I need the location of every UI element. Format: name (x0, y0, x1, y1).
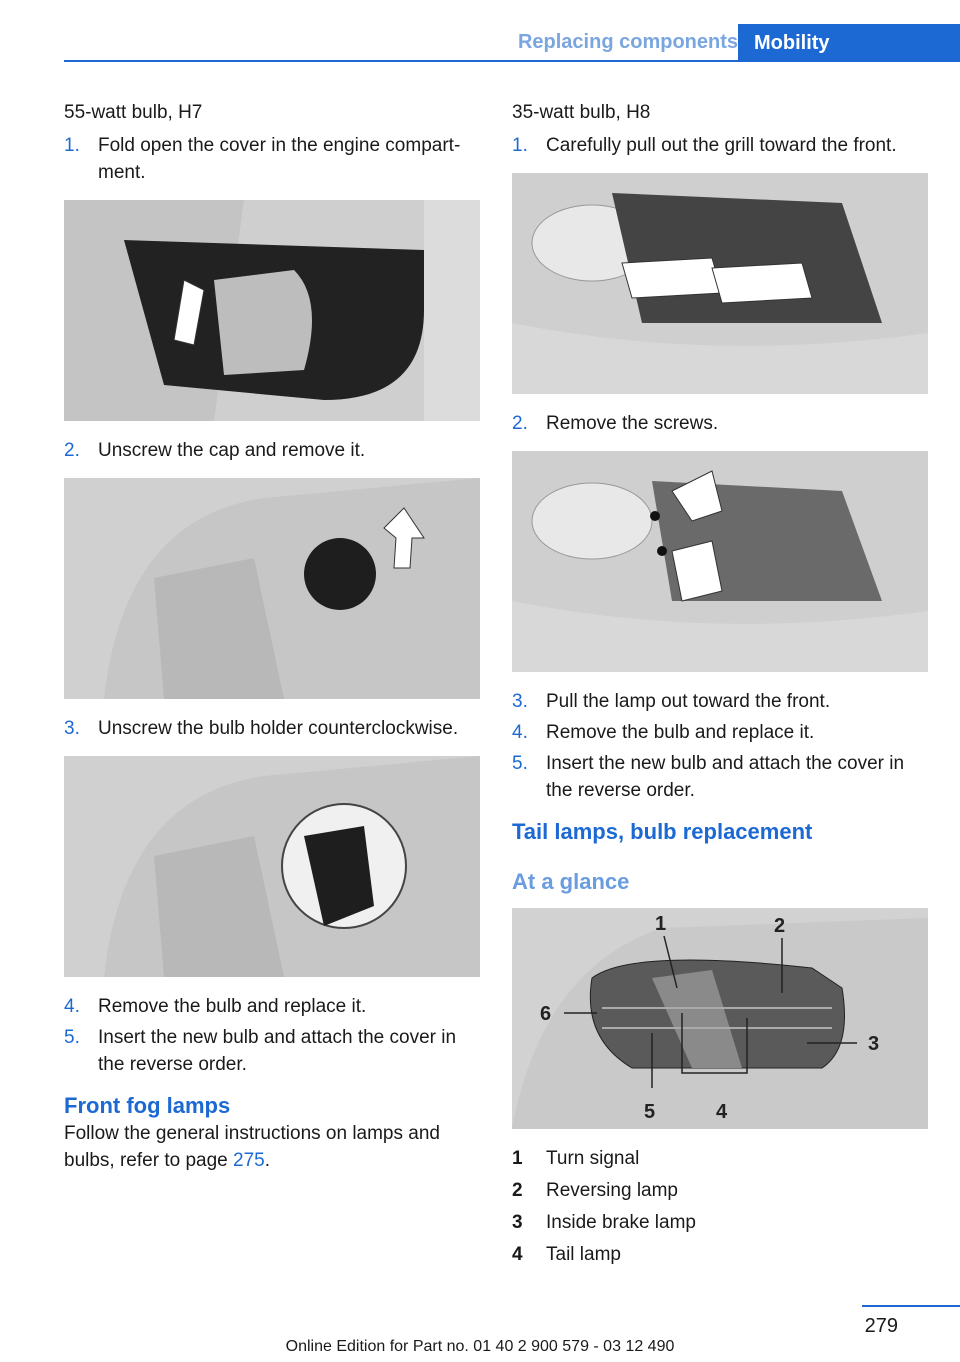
step-text: Fold open the cover in the engine compar… (98, 135, 461, 183)
step-text: Unscrew the cap and remove it. (98, 440, 366, 461)
figure-remove-screws (512, 451, 928, 672)
legend-text: Reversing lamp (546, 1180, 678, 1201)
fog-lamps-period: . (264, 1150, 270, 1171)
header-section-title: Replacing components (517, 31, 738, 53)
legend-text: Inside brake lamp (546, 1212, 696, 1233)
step-number: 3. (512, 691, 528, 712)
step-item: 5. Insert the new bulb and attach the co… (512, 750, 928, 804)
step-text: Remove the bulb and replace it. (546, 722, 815, 743)
figure-tail-lamp-overview: 1 2 3 4 5 6 (512, 908, 928, 1129)
step-number: 5. (512, 753, 528, 774)
callout-2: 2 (774, 915, 785, 937)
footer-rule (862, 1305, 960, 1307)
edition-footer: Online Edition for Part no. 01 40 2 900 … (285, 1338, 675, 1355)
right-column: 35-watt bulb, H8 1. Carefully pull out t… (512, 100, 928, 1273)
legend-number: 2 (512, 1180, 523, 1201)
heading-at-a-glance: At a glance (512, 869, 630, 894)
heading-tail-lamps: Tail lamps, bulb replacement (512, 819, 813, 844)
step-text: Insert the new bulb and attach the cover… (98, 1027, 457, 1075)
step-item: 1. Carefully pull out the grill toward t… (512, 132, 928, 159)
step-text: Remove the bulb and replace it. (98, 996, 367, 1017)
step-number: 4. (64, 996, 80, 1017)
heading-front-fog-lamps: Front fog lamps (64, 1093, 231, 1118)
legend-number: 4 (512, 1244, 523, 1265)
header-chapter-tab: Mobility (738, 24, 960, 62)
step-number: 3. (64, 718, 80, 739)
step-text: Carefully pull out the grill toward the … (546, 135, 897, 156)
fog-lamps-text: Follow the general instructions on lamps… (64, 1120, 480, 1174)
step-number: 1. (64, 135, 80, 156)
legend-text: Turn signal (546, 1148, 640, 1169)
callout-5: 5 (644, 1101, 655, 1123)
step-number: 4. (512, 722, 528, 743)
callout-1: 1 (655, 913, 666, 935)
figure-engine-cover (64, 200, 480, 421)
step-text: Unscrew the bulb holder counterclockwise… (98, 718, 459, 739)
step-item: 2. Remove the screws. (512, 410, 928, 437)
page-reference-link[interactable]: 275 (233, 1150, 265, 1171)
subheading-h7: 55-watt bulb, H7 (64, 102, 203, 123)
subheading-h8: 35-watt bulb, H8 (512, 102, 651, 123)
legend-item: 1 Turn signal (512, 1145, 928, 1172)
legend-item: 2 Reversing lamp (512, 1177, 928, 1204)
step-item: 4. Remove the bulb and replace it. (64, 993, 480, 1020)
step-number: 5. (64, 1027, 80, 1048)
step-item: 2. Unscrew the cap and remove it. (64, 437, 480, 464)
legend-item: 4 Tail lamp (512, 1241, 928, 1268)
page-header: Replacing components Mobility (64, 24, 960, 62)
step-item: 3. Pull the lamp out toward the front. (512, 688, 928, 715)
callout-3: 3 (868, 1033, 879, 1055)
header-rule (64, 60, 960, 62)
left-column: 55-watt bulb, H7 1. Fold open the cover … (64, 100, 480, 1174)
figure-bulb-holder (64, 756, 480, 977)
figure-pull-grill (512, 173, 928, 394)
legend-item: 3 Inside brake lamp (512, 1209, 928, 1236)
legend-number: 3 (512, 1212, 523, 1233)
step-number: 2. (512, 413, 528, 434)
callout-6: 6 (540, 1003, 551, 1025)
step-number: 2. (64, 440, 80, 461)
step-item: 3. Unscrew the bulb holder counterclockw… (64, 715, 480, 742)
step-item: 4. Remove the bulb and replace it. (512, 719, 928, 746)
step-number: 1. (512, 135, 528, 156)
fog-lamps-instruction: Follow the general instructions on lamps… (64, 1123, 440, 1171)
page-number: 279 (864, 1315, 898, 1337)
legend-text: Tail lamp (546, 1244, 621, 1265)
step-text: Insert the new bulb and attach the cover… (546, 753, 905, 801)
legend-number: 1 (512, 1148, 523, 1169)
step-item: 1. Fold open the cover in the engine com… (64, 132, 480, 186)
step-item: 5. Insert the new bulb and attach the co… (64, 1024, 480, 1078)
figure-unscrew-cap (64, 478, 480, 699)
callout-4: 4 (716, 1101, 728, 1123)
step-text: Pull the lamp out toward the front. (546, 691, 831, 712)
step-text: Remove the screws. (546, 413, 719, 434)
